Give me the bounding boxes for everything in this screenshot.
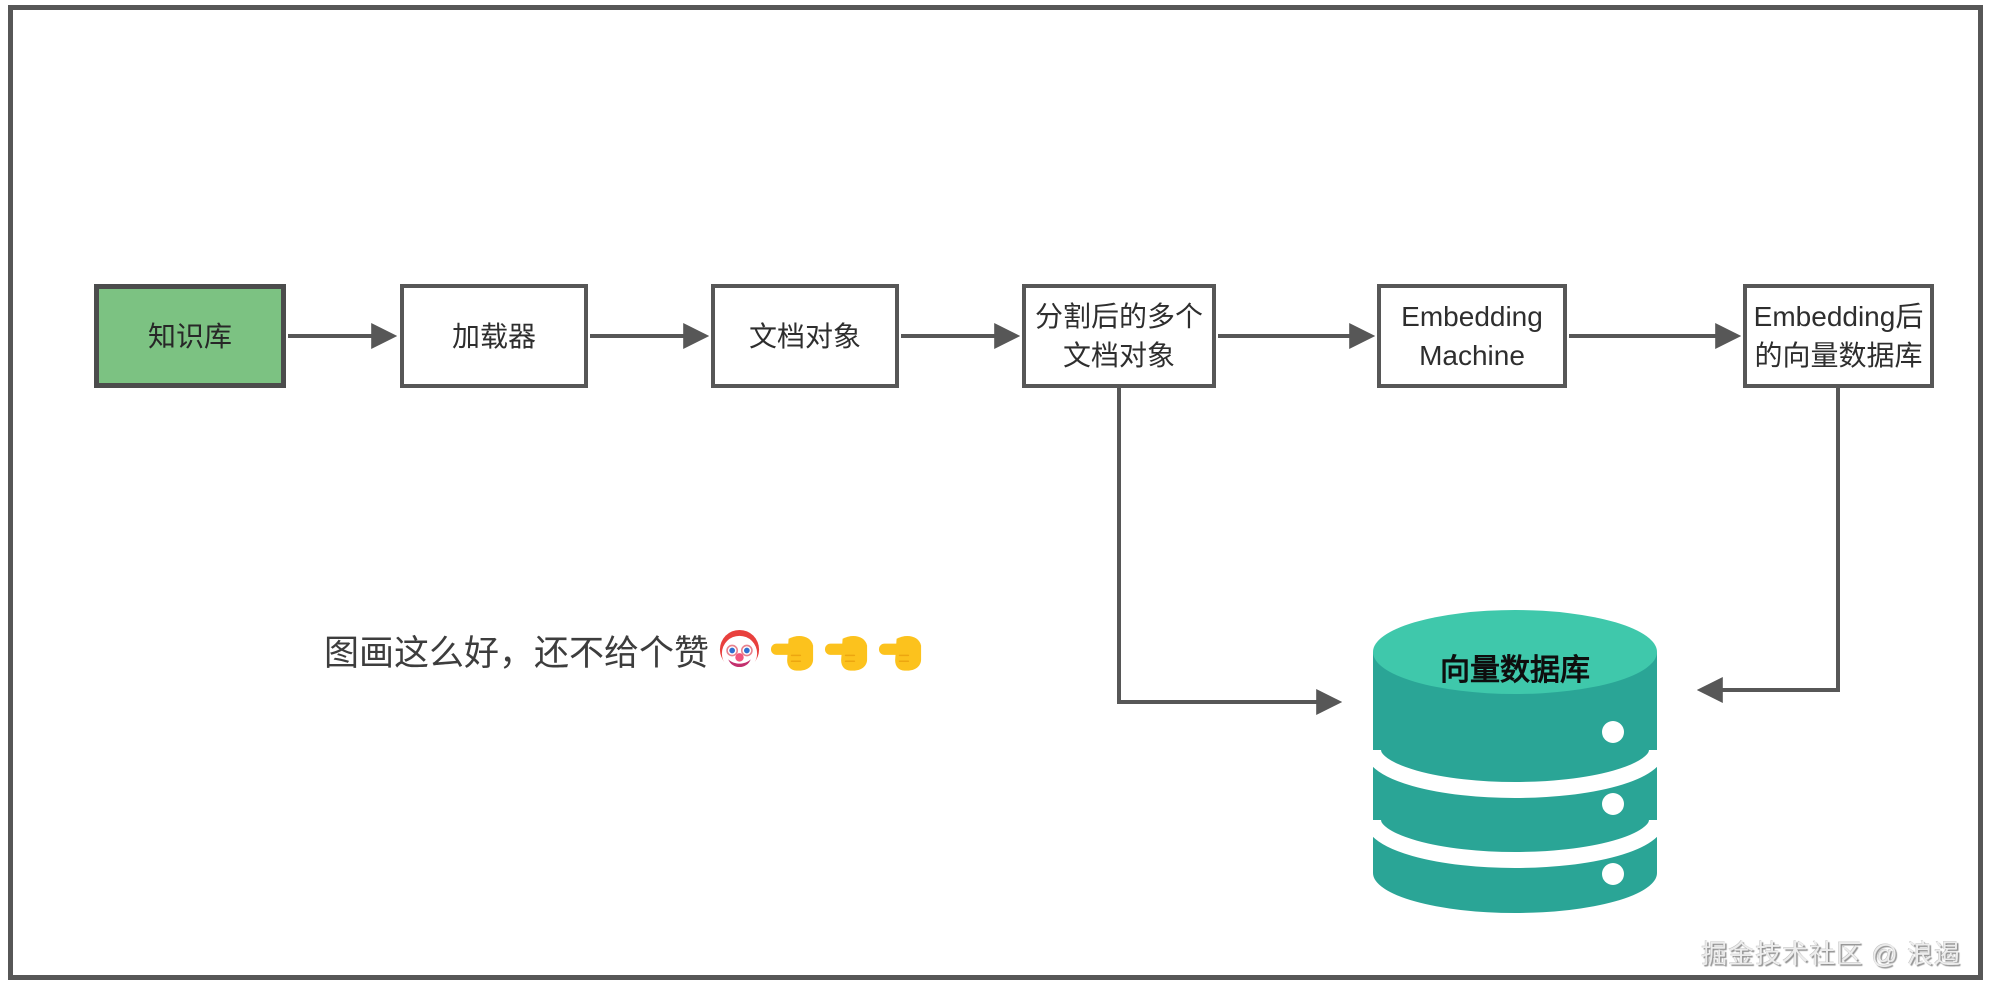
watermark-text: 掘金技术社区 @ 浪遏 — [1701, 939, 1961, 969]
node-loader: 加载器 — [400, 284, 588, 388]
node-embedded-vector-db-line2: 的向量数据库 — [1754, 340, 1923, 371]
node-document-object: 文档对象 — [711, 284, 899, 388]
diagram-frame-border — [8, 5, 1983, 980]
clown-face-emoji-icon — [719, 629, 760, 671]
node-loader-label: 加载器 — [451, 320, 536, 352]
point-left-emoji-icon — [878, 635, 922, 671]
point-left-emoji-icon — [770, 635, 814, 671]
caption-text: 图画这么好，还不给个赞 — [324, 633, 710, 673]
node-split-document-objects: 分割后的多个 文档对象 — [1022, 284, 1216, 388]
node-split-line2: 文档对象 — [1062, 340, 1175, 371]
vector-database-cylinder — [1365, 610, 1665, 915]
caption-text-row: 图画这么好，还不给个赞 — [324, 626, 925, 674]
node-knowledge-base-label: 知识库 — [147, 320, 232, 352]
node-embedding-line1: Embedding — [1401, 301, 1543, 332]
node-embedding-line2: Machine — [1419, 340, 1525, 371]
node-embedded-vector-db-line1: Embedding后 — [1753, 301, 1924, 332]
node-split-line1: 分割后的多个 — [1034, 301, 1203, 332]
node-knowledge-base: 知识库 — [94, 284, 286, 388]
point-left-emoji-icon — [824, 635, 868, 671]
database-icon — [1365, 610, 1665, 913]
node-document-object-label: 文档对象 — [748, 320, 861, 352]
vector-database-label: 向量数据库 — [1440, 654, 1590, 687]
node-embedded-vector-db: Embedding后 的向量数据库 — [1743, 284, 1934, 388]
node-embedding-machine: Embedding Machine — [1377, 284, 1567, 388]
